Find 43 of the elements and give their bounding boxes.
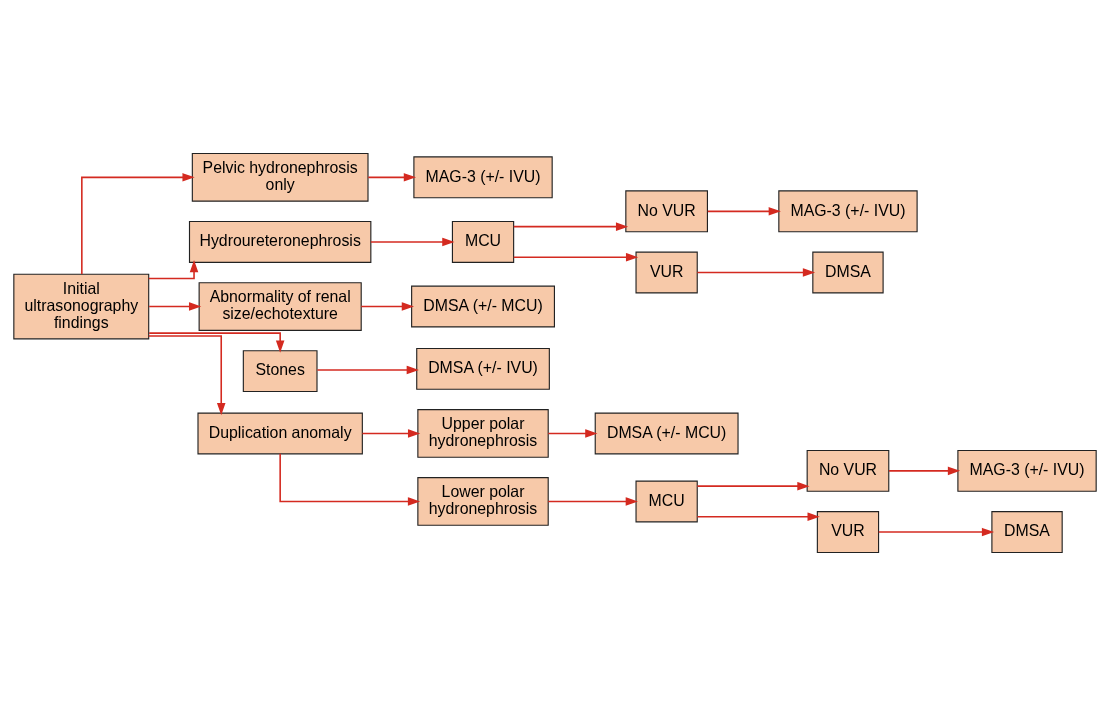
arrow: [370, 237, 455, 247]
node-box: MAG-3 (+/- IVU): [957, 449, 1097, 492]
arrow: [148, 259, 199, 280]
arrow: [707, 207, 781, 216]
node-box: MCU: [451, 220, 515, 263]
arrow: [888, 466, 961, 476]
arrow: [148, 302, 202, 311]
node-box: MAG-3 (+/- IVU): [778, 190, 918, 233]
node-box: No VUR: [806, 449, 890, 492]
arrow: [360, 302, 414, 311]
node-box: DMSA: [991, 511, 1063, 554]
node-box: MAG-3 (+/- IVU): [413, 156, 553, 199]
arrow: [696, 481, 810, 491]
node-box: Stones: [242, 350, 318, 393]
arrow: [512, 252, 639, 262]
arrow: [148, 332, 285, 353]
arrow: [877, 527, 995, 537]
arrow: [547, 497, 638, 506]
arrow: [316, 365, 419, 375]
arrow: [148, 335, 226, 416]
node-box: DMSA (+/- IVU): [416, 347, 550, 390]
arrow: [81, 173, 195, 275]
arrow: [361, 429, 421, 438]
node-box: Upper polar hydronephrosis: [417, 409, 549, 458]
node-box: Pelvic hydronephrosis only: [191, 152, 369, 202]
arrow: [547, 429, 598, 438]
node-box: VUR: [816, 511, 880, 554]
node-box: VUR: [635, 251, 698, 294]
node-box: Hydroureteronephrosis: [188, 220, 372, 263]
arrow: [512, 222, 629, 231]
node-box: MCU: [635, 480, 698, 523]
arrow: [696, 512, 820, 522]
node-box: Initial ultrasonography findings: [13, 273, 150, 340]
node-box: Abnormality of renal size/echotexture: [198, 282, 362, 331]
arrow: [696, 268, 816, 277]
node-box: Lower polar hydronephrosis: [417, 477, 549, 526]
arrow: [367, 173, 417, 182]
node-box: DMSA (+/- MCU): [411, 285, 555, 328]
arrow: [279, 453, 421, 506]
node-box: Duplication anomaly: [197, 412, 363, 455]
node-box: DMSA (+/- MCU): [594, 412, 739, 455]
node-box: DMSA: [812, 251, 884, 294]
node-box: No VUR: [625, 190, 708, 233]
